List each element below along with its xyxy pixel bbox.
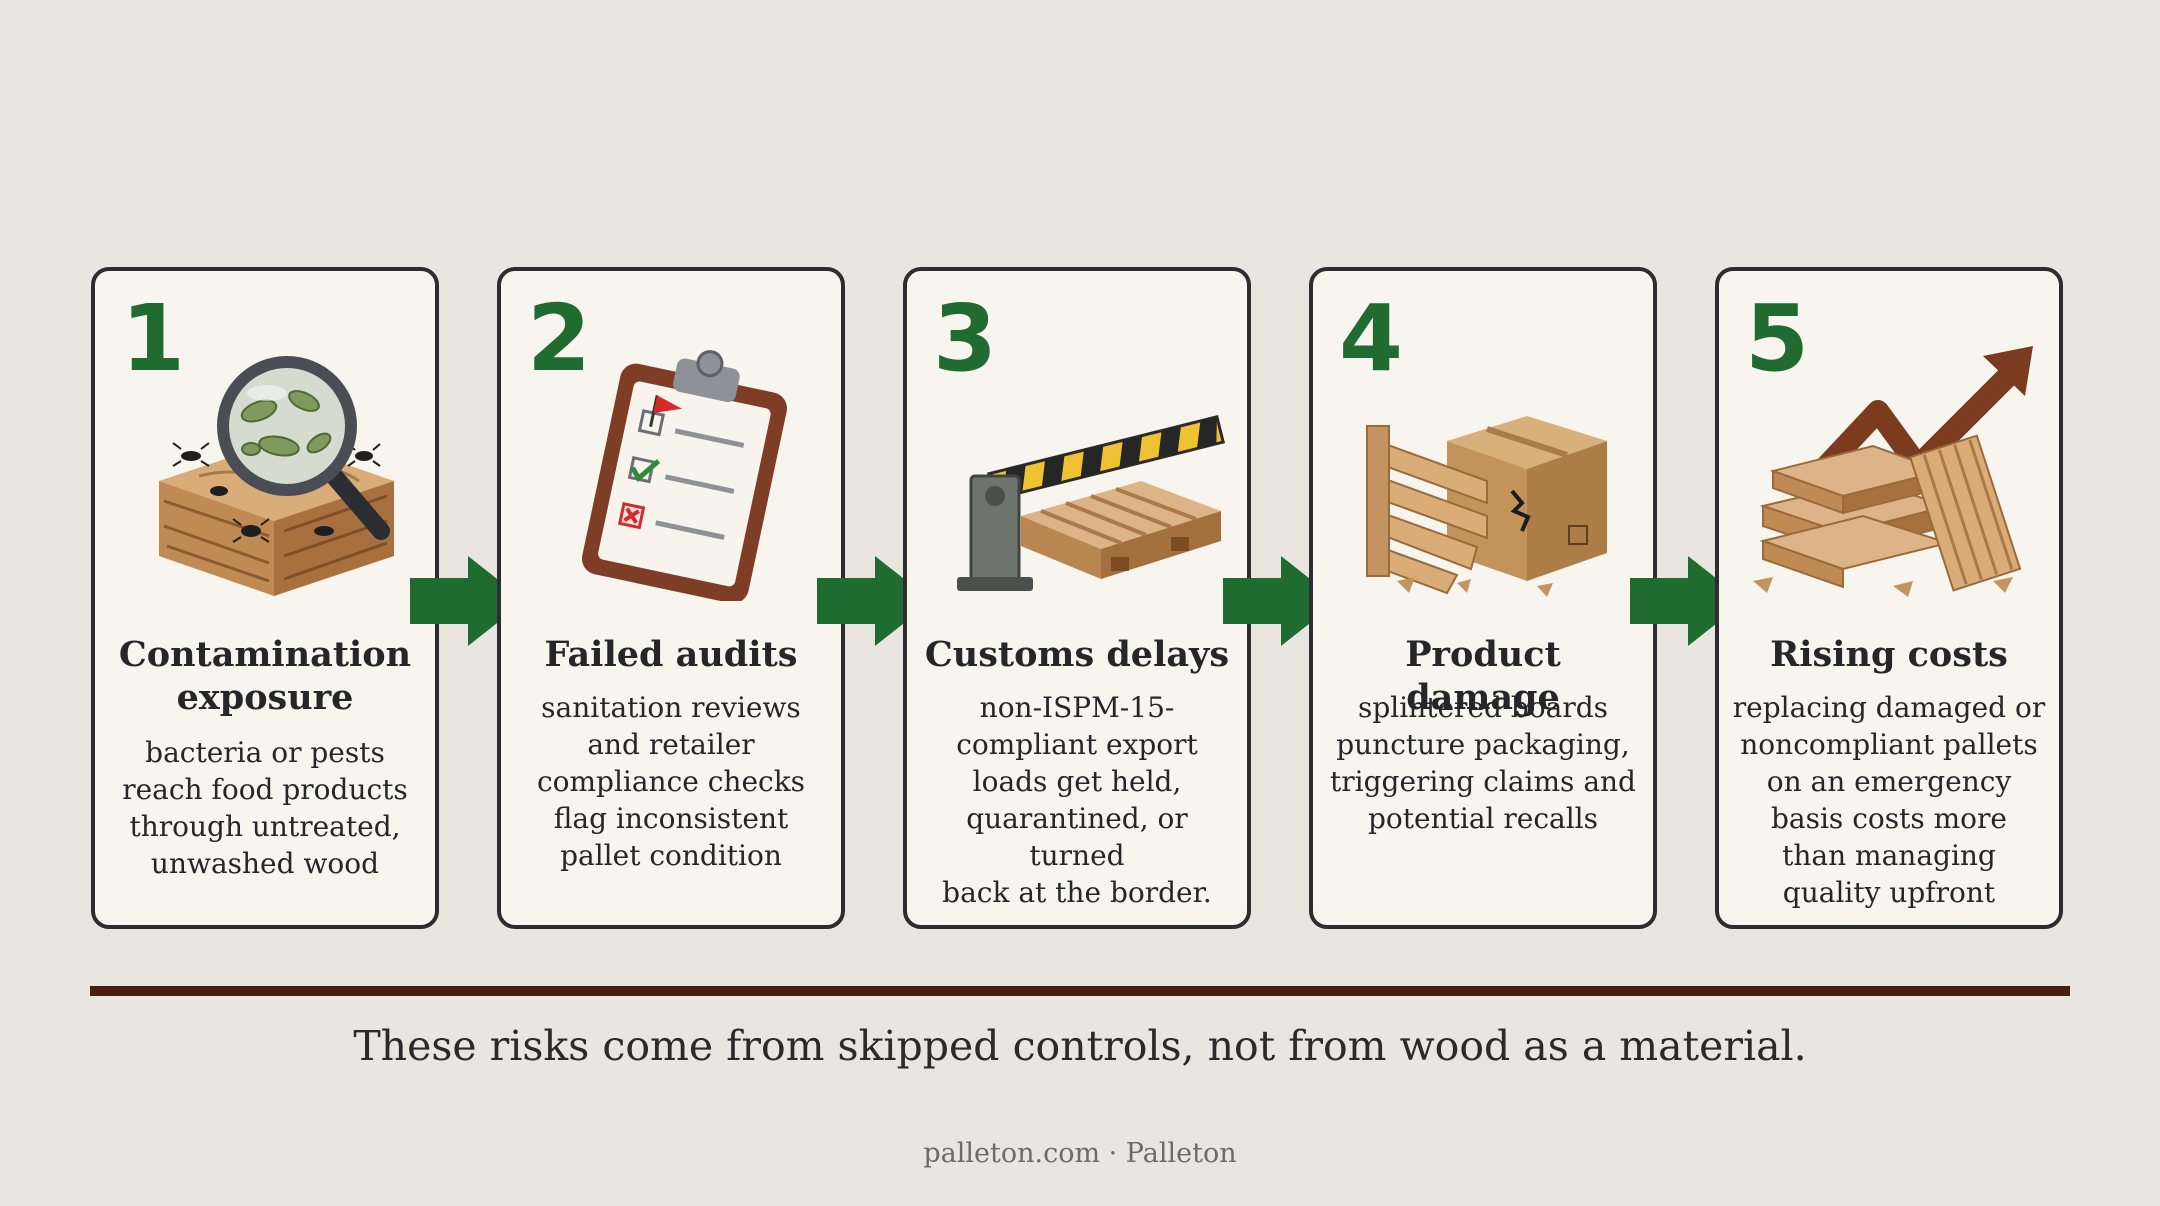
step-card-5: 5 Rising costs replacing damage (1715, 267, 2063, 929)
step-card-3: 3 Customs delays non-ISPM-15- (903, 267, 1251, 929)
step-description: non-ISPM-15- compliant export loads get … (942, 691, 1212, 909)
step-number: 5 (1745, 285, 1810, 392)
magnifier-bacteria-wood-icon (159, 356, 394, 596)
divider-rule (90, 986, 2070, 996)
step-title: Rising costs (1770, 634, 2008, 675)
clipboard-checklist-icon (581, 350, 787, 601)
step-title: Contamination exposure (118, 634, 412, 718)
step-card-1: 1 Cont (91, 267, 439, 929)
summary-message: These risks come from skipped controls, … (353, 1022, 1807, 1070)
rising-arrow-pallets-icon (1753, 346, 2033, 597)
broken-pallet-box-icon (1366, 416, 1607, 597)
step-number: 1 (121, 285, 186, 392)
step-description: splintered boards puncture packaging, tr… (1330, 691, 1636, 835)
arrow-right-icon (410, 556, 525, 646)
step-title: Product damage (1405, 634, 1561, 718)
source-credit: palleton.com · Palleton (923, 1138, 1237, 1169)
step-description: sanitation reviews and retailer complian… (536, 691, 806, 872)
step-card-2: 2 Failed audits sanitation reviews and r… (497, 267, 845, 929)
step-title: Failed audits (544, 634, 798, 675)
step-description: bacteria or pests reach food products th… (122, 736, 408, 880)
border-barrier-pallet-icon (957, 415, 1226, 591)
step-number: 2 (527, 285, 592, 392)
step-number: 3 (933, 285, 998, 392)
step-card-4: 4 Product damage splintered boards punct… (1309, 267, 1657, 929)
step-title: Customs delays (924, 634, 1230, 675)
step-number: 4 (1339, 285, 1404, 392)
step-description: replacing damaged or noncompliant pallet… (1732, 691, 2046, 909)
